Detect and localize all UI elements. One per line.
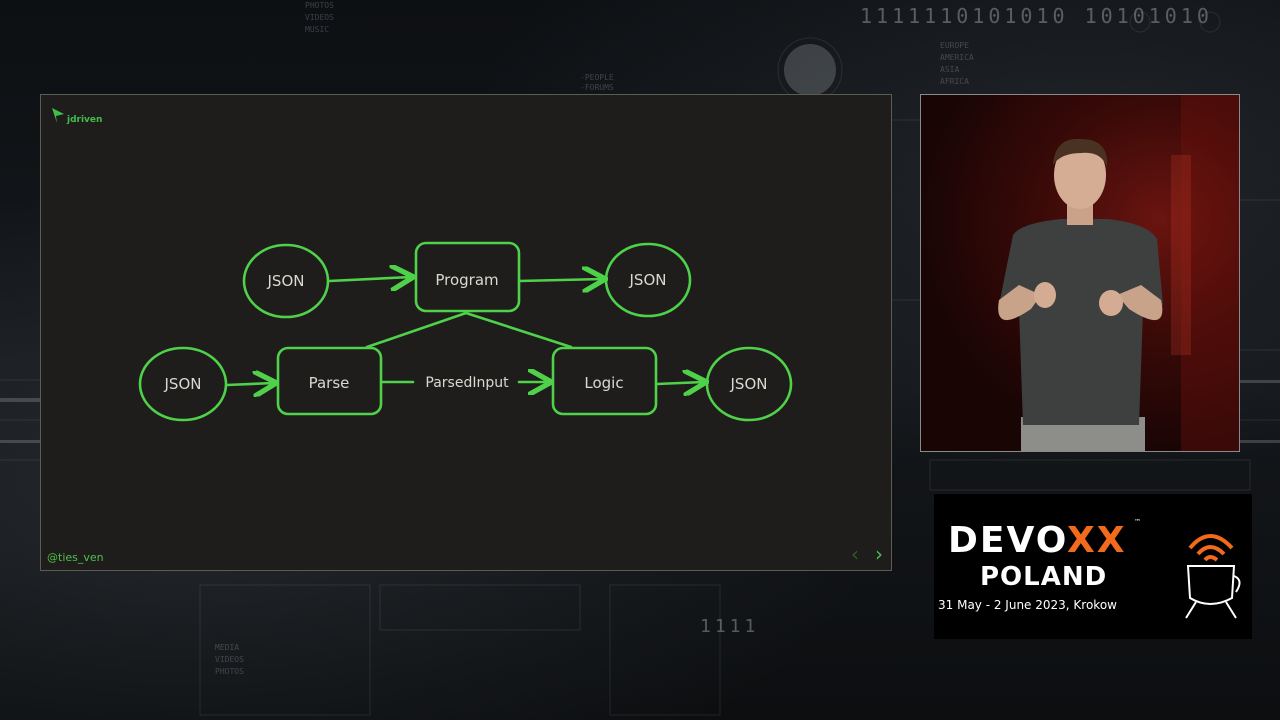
svg-text:ASIA: ASIA (940, 65, 959, 74)
presentation-slide: jdriven JSON (40, 94, 892, 571)
speaker-figure (998, 95, 1239, 451)
svg-text:PHOTOS: PHOTOS (305, 1, 334, 10)
edge-json-to-program (327, 277, 411, 281)
svg-text:-PEOPLE: -PEOPLE (580, 73, 614, 82)
jdriven-logo-icon (52, 108, 64, 123)
svg-text:JSON: JSON (267, 272, 305, 290)
speaker-video-feed (920, 94, 1240, 452)
devoxx-dates: 31 May - 2 June 2023, Krokow (938, 598, 1117, 612)
svg-text:JSON: JSON (629, 271, 667, 289)
svg-text:Program: Program (435, 271, 498, 289)
node-json-in-top: JSON (242, 243, 330, 319)
svg-text:Parse: Parse (309, 374, 350, 392)
devoxx-wordmark-x: XX (1067, 520, 1127, 561)
devoxx-poland-banner: DEVOXX ™ POLAND 31 May - 2 June 2023, Kr… (934, 494, 1252, 639)
speaker-handle: @ties_ven (47, 551, 104, 564)
svg-text:JSON: JSON (164, 375, 202, 393)
svg-text:MEDIA: MEDIA (215, 643, 239, 652)
devoxx-trademark: ™ (1134, 518, 1141, 526)
devoxx-edition: POLAND (980, 562, 1108, 592)
background-binary-bottom: 1111 (700, 616, 760, 637)
svg-text:JSON: JSON (730, 375, 768, 393)
node-json-out-bottom: JSON (705, 346, 793, 422)
node-parse: Parse (276, 346, 383, 416)
svg-text:VIDEOS: VIDEOS (305, 13, 334, 22)
slide-next-chevron-icon[interactable]: › (875, 542, 883, 566)
node-program: Program (414, 241, 521, 313)
svg-text:EUROPE: EUROPE (940, 41, 969, 50)
jdriven-logo-text: jdriven (67, 115, 103, 125)
jdriven-logo: jdriven (51, 105, 102, 125)
edge-program-to-json (517, 279, 603, 281)
edge-logic-to-json (655, 382, 704, 384)
edge-label-parsed-input: ParsedInput (425, 375, 509, 391)
svg-text:AFRICA: AFRICA (940, 77, 969, 86)
svg-text:-FORUMS: -FORUMS (580, 83, 614, 92)
node-json-in-bottom: JSON (138, 346, 228, 422)
edge-json-to-parse (225, 383, 274, 385)
devoxx-wordmark: DEVOXX (948, 520, 1127, 561)
devoxx-wordmark-prefix: DEVO (948, 520, 1068, 561)
background-binary-top: 1111110101010 10101010 (860, 4, 1213, 28)
edge-program-parse (365, 311, 468, 349)
architecture-diagram: JSON Program JSON JSON Parse Logic (138, 241, 793, 422)
slide-prev-chevron-icon[interactable]: ‹ (851, 542, 859, 566)
svg-text:PHOTOS: PHOTOS (215, 667, 244, 676)
svg-text:VIDEOS: VIDEOS (215, 655, 244, 664)
devoxx-mascot-icon (1185, 534, 1241, 619)
svg-text:AMERICA: AMERICA (940, 53, 974, 62)
node-logic: Logic (551, 346, 658, 416)
edge-program-logic (464, 311, 573, 349)
svg-text:MUSIC: MUSIC (305, 25, 329, 34)
node-json-out-top: JSON (604, 242, 692, 318)
svg-text:Logic: Logic (584, 374, 623, 392)
